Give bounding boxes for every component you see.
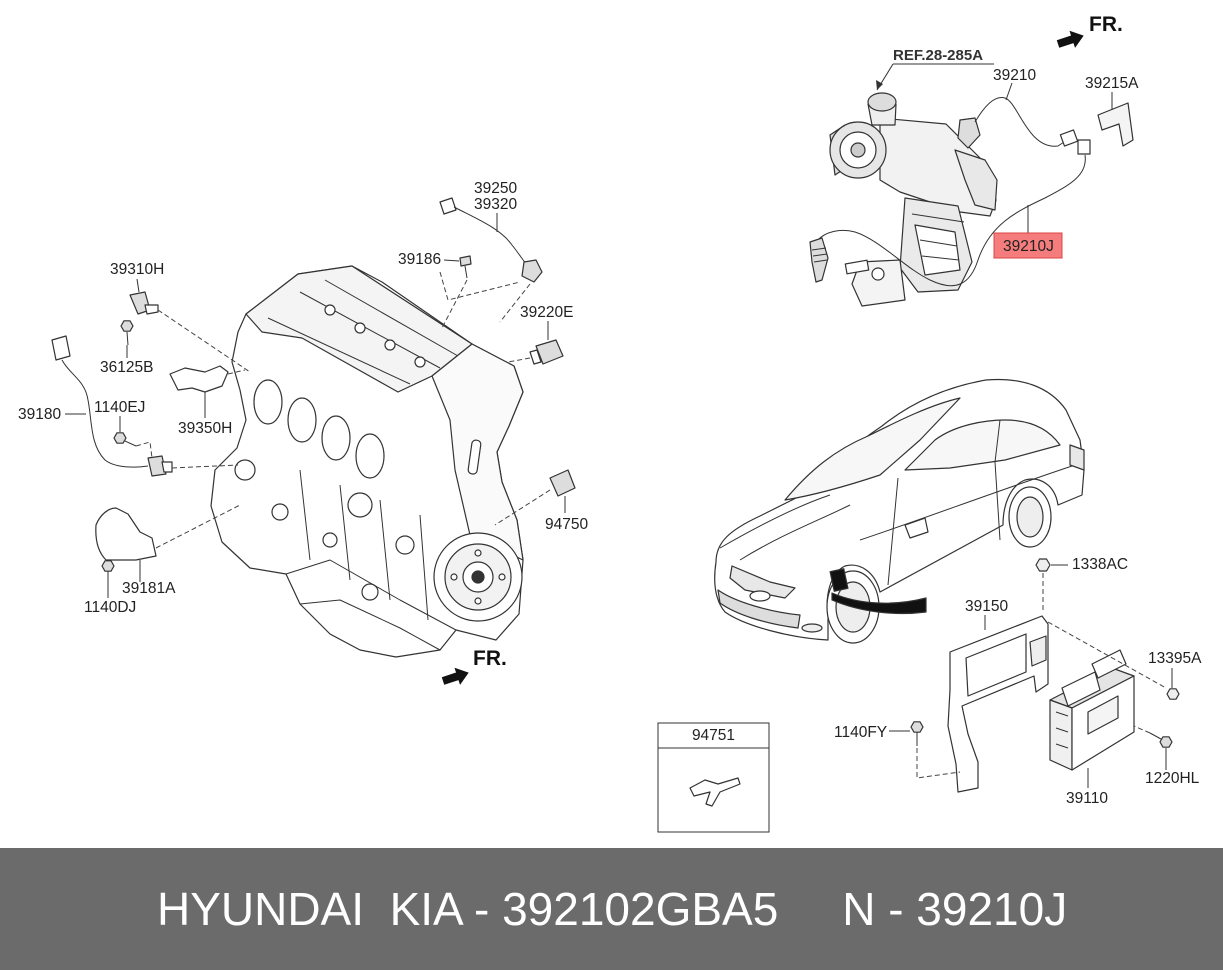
headlight bbox=[729, 565, 796, 599]
callout-label: 39220E bbox=[520, 304, 573, 321]
oxygen-sensor-downstream bbox=[809, 237, 829, 283]
engine-leader-lines bbox=[65, 213, 566, 598]
flange bbox=[851, 259, 906, 307]
intake-runner bbox=[355, 433, 385, 479]
intake-runner bbox=[321, 415, 351, 461]
logo-badge bbox=[749, 590, 771, 602]
callout-label: 1140FY bbox=[834, 724, 887, 741]
bolt-head bbox=[101, 560, 115, 572]
bracket bbox=[689, 777, 741, 807]
callout-label: 39350H bbox=[178, 420, 232, 437]
callout-label: 1220HL bbox=[1145, 770, 1200, 787]
bolt-head bbox=[1159, 736, 1173, 748]
sensor-wire bbox=[817, 154, 1086, 287]
sensor-body bbox=[521, 259, 543, 283]
front-direction-label: FR. bbox=[1089, 13, 1123, 36]
grille bbox=[717, 589, 801, 629]
callout-label: 39215A bbox=[1085, 75, 1139, 92]
part-number-banner: HYUNDAI KIA - 392102GBA5 N - 39210J bbox=[0, 848, 1223, 970]
highlight-box bbox=[993, 232, 1063, 259]
intake-runner bbox=[287, 397, 317, 443]
sensor-connector bbox=[439, 197, 457, 215]
windshield bbox=[784, 397, 961, 501]
engine-assembly bbox=[210, 265, 524, 658]
callout-label: 39180 bbox=[18, 406, 61, 423]
ecu-front bbox=[1049, 699, 1073, 771]
bolt-head bbox=[120, 320, 134, 332]
car-illustration bbox=[714, 378, 1085, 644]
front-direction-arrow-icon bbox=[441, 667, 469, 685]
parts-diagram: 94751 FR. FR. REF.28-285A 39210J 39210 3… bbox=[18, 13, 1202, 833]
tail-light bbox=[1069, 444, 1085, 471]
callout-label: 39186 bbox=[398, 251, 441, 268]
sensor-wire bbox=[61, 359, 149, 468]
callout-label: 36125B bbox=[100, 359, 153, 376]
callout-label: 39181A bbox=[122, 580, 176, 597]
heat-shield bbox=[954, 149, 998, 211]
callout-label: 1140DJ bbox=[84, 599, 136, 616]
sensor-connector bbox=[1059, 129, 1079, 147]
bolt bbox=[459, 255, 472, 267]
part-number-text: HYUNDAI KIA - 392102GBA5 N - 39210J bbox=[157, 883, 1068, 935]
callout-label: 39310H bbox=[110, 261, 164, 278]
turbo-exhaust-assembly bbox=[809, 92, 1134, 307]
inset-box: 94751 bbox=[657, 722, 770, 833]
turbo-inlet bbox=[867, 92, 897, 112]
sensor-wire bbox=[974, 96, 1065, 147]
inset-label: 94751 bbox=[692, 727, 735, 744]
callout-label: 94750 bbox=[545, 516, 588, 533]
side-windows bbox=[904, 419, 1061, 471]
ecu-assembly bbox=[910, 558, 1180, 793]
sensor-body bbox=[147, 455, 167, 477]
bolt-head bbox=[113, 432, 127, 444]
reference-label: REF.28-285A bbox=[893, 47, 983, 64]
sensor-connector bbox=[1077, 139, 1091, 155]
nut bbox=[1166, 688, 1180, 700]
callout-label: 1140EJ bbox=[94, 399, 145, 416]
crank-pulley bbox=[433, 532, 523, 622]
heat-shield bbox=[95, 507, 157, 561]
ecu-connector bbox=[1091, 649, 1127, 679]
engine-parts bbox=[51, 197, 576, 580]
bracket bbox=[169, 365, 229, 393]
callout-label: 13395A bbox=[1148, 650, 1202, 667]
oxygen-sensor-upstream bbox=[957, 117, 981, 149]
ecu-location-marker bbox=[829, 568, 849, 592]
bracket bbox=[1097, 102, 1134, 147]
bolt-head bbox=[910, 721, 924, 733]
intake-runner bbox=[253, 379, 283, 425]
front-direction-arrow-icon bbox=[1056, 30, 1084, 48]
highlighted-part-label: 39210J bbox=[1003, 238, 1054, 255]
front-direction-label: FR. bbox=[473, 647, 507, 670]
callout-label: 39110 bbox=[1066, 790, 1108, 807]
side-mirror bbox=[904, 517, 929, 539]
callout-label: 39250 bbox=[474, 180, 517, 197]
sensor-body bbox=[535, 339, 564, 365]
callout-label: 1338AC bbox=[1072, 556, 1128, 573]
turbo-leader-lines bbox=[876, 63, 1113, 233]
callout-label: 39320 bbox=[474, 196, 517, 213]
sensor-wire bbox=[453, 206, 529, 267]
callout-label: 39210 bbox=[993, 67, 1036, 84]
ecu-leader-lines bbox=[889, 564, 1173, 788]
location-pointer bbox=[831, 592, 927, 615]
callout-label: 39150 bbox=[965, 598, 1008, 615]
ecu-connector bbox=[1061, 671, 1101, 707]
sensor-connector bbox=[51, 335, 71, 361]
sensor-body bbox=[549, 469, 576, 497]
nut bbox=[1035, 558, 1051, 572]
